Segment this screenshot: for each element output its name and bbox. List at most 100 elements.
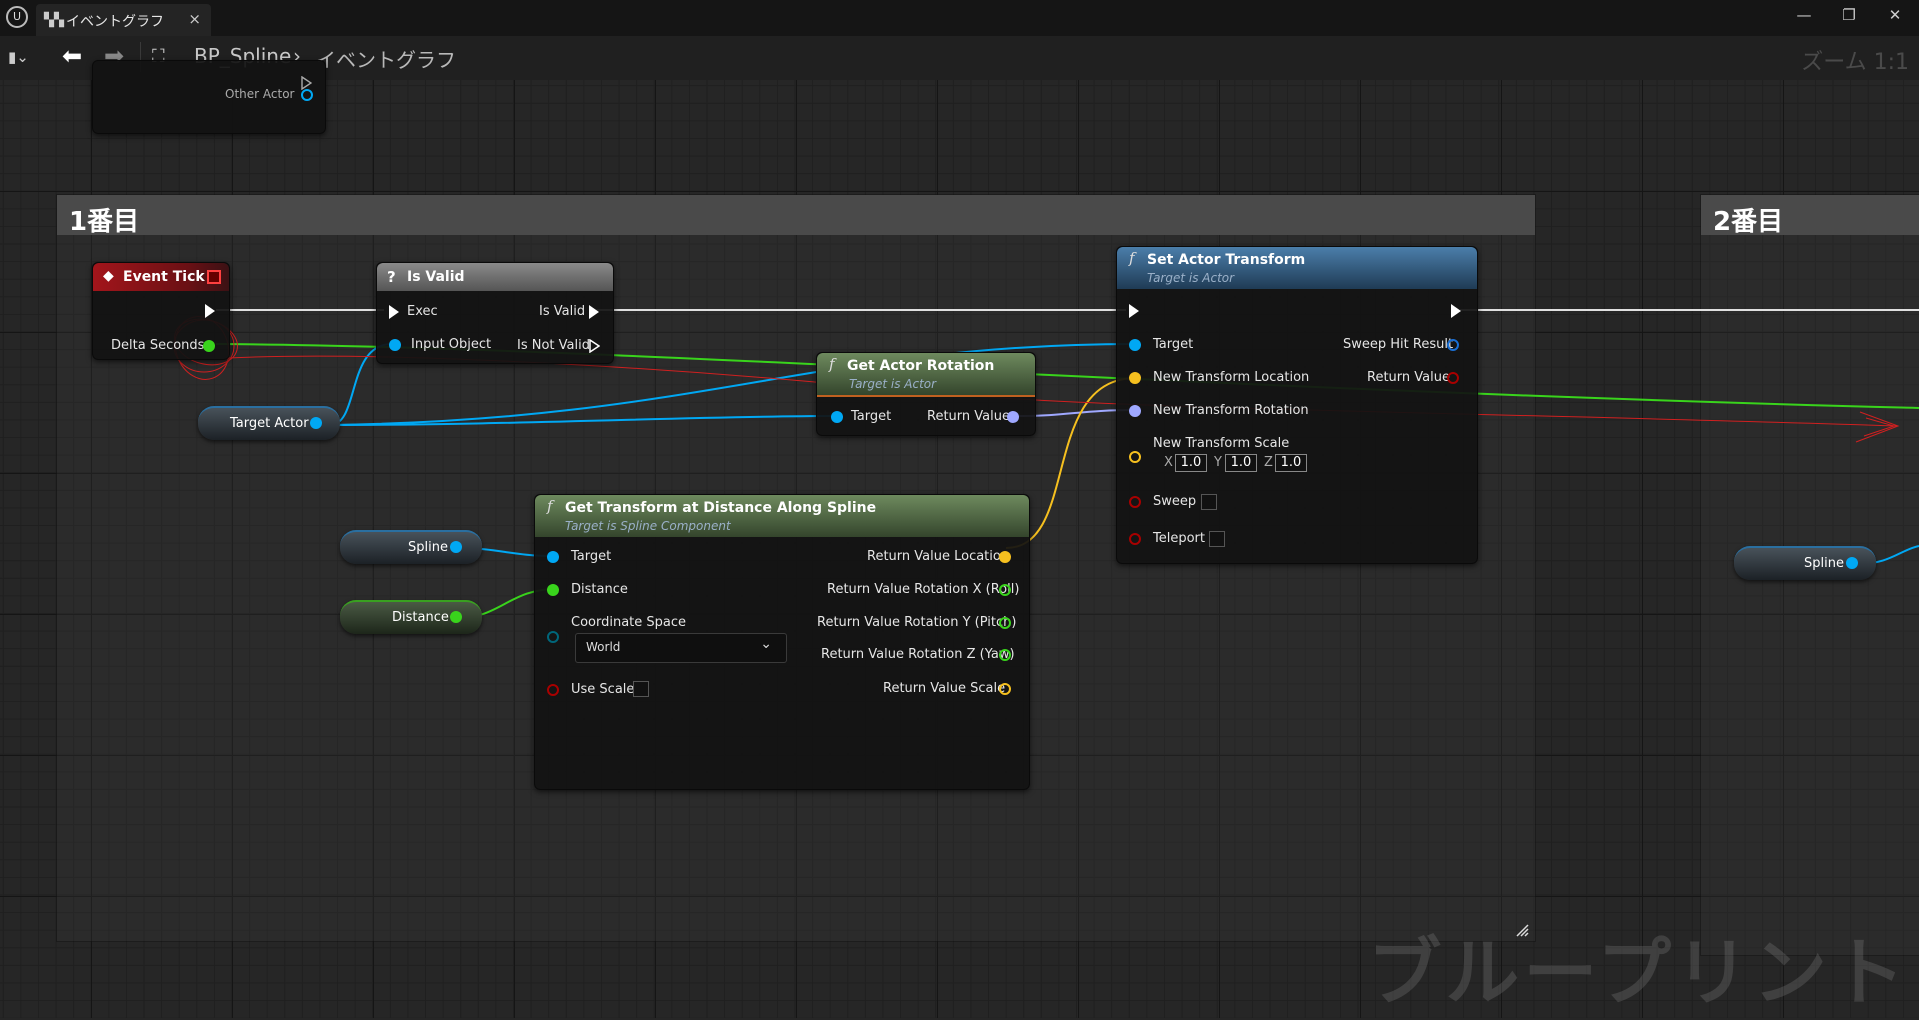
target-pin[interactable] [831, 411, 843, 423]
sweep-checkbox[interactable] [1201, 494, 1217, 510]
return-value-pitch-label: Return Value Rotation Y (Pitch) [817, 615, 1017, 630]
is-not-valid-label: Is Not Valid [517, 338, 590, 353]
teleport-checkbox[interactable] [1209, 531, 1225, 547]
sweep-hit-result-pin[interactable] [1447, 339, 1459, 351]
teleport-pin[interactable] [1129, 533, 1141, 545]
chevron-down-icon: ⌄ [760, 636, 772, 652]
target-pin[interactable] [1129, 339, 1141, 351]
minimize-button[interactable]: — [1796, 6, 1812, 24]
return-value-location-label: Return Value Location [867, 549, 1010, 564]
target-pin[interactable] [547, 551, 559, 563]
function-icon: f [547, 497, 553, 515]
return-value-pitch-pin[interactable] [999, 617, 1011, 629]
new-scale-pin[interactable] [1129, 451, 1141, 463]
target-label: Target [571, 549, 612, 564]
return-value-roll-label: Return Value Rotation X (Roll) [827, 582, 1020, 597]
variable-output-pin[interactable] [450, 611, 462, 623]
new-scale-label: New Transform Scale [1153, 436, 1290, 451]
event-tick-node[interactable]: ◆ Event Tick Delta Seconds [92, 262, 230, 360]
tab-close-icon[interactable]: × [188, 10, 201, 28]
sweep-pin[interactable] [1129, 496, 1141, 508]
tab-event-graph[interactable]: ▚▚ イベントグラフ × [36, 4, 211, 36]
node-header[interactable] [535, 495, 1029, 537]
scale-z-input[interactable]: 1.0 [1275, 454, 1307, 472]
scale-y-input[interactable]: 1.0 [1225, 454, 1257, 472]
resize-grip-icon[interactable] [1515, 923, 1529, 937]
graph-canvas[interactable]: Other Actor 1番目 2番目 [0, 60, 1919, 1018]
delta-seconds-pin[interactable] [203, 340, 215, 352]
event-begin-overlap-node[interactable]: Other Actor [92, 60, 326, 134]
graph-icon: ▚▚ [44, 13, 64, 28]
variable-label: Spline [1804, 556, 1844, 571]
variable-output-pin[interactable] [450, 541, 462, 553]
new-location-pin[interactable] [1129, 372, 1141, 384]
variable-label: Target Actor [230, 416, 309, 431]
return-value-yaw-pin[interactable] [999, 649, 1011, 661]
bookmark-icon[interactable]: ▮⌄ [8, 48, 29, 66]
coordinate-space-label: Coordinate Space [571, 615, 687, 630]
delegate-pin[interactable] [207, 270, 221, 284]
return-value-scale-pin[interactable] [999, 683, 1011, 695]
get-actor-rotation-node[interactable]: f Get Actor Rotation Target is Actor Tar… [816, 352, 1036, 436]
exec-output-pin[interactable] [205, 304, 215, 318]
coordinate-space-dropdown[interactable]: World ⌄ [575, 633, 787, 663]
scale-z-axis-label: Z [1264, 455, 1273, 470]
exec-input-pin[interactable] [389, 305, 399, 319]
node-title: Is Valid [407, 269, 465, 285]
distance-pin[interactable] [547, 584, 559, 596]
return-value-pin[interactable] [1007, 411, 1019, 423]
get-transform-along-spline-node[interactable]: f Get Transform at Distance Along Spline… [534, 494, 1030, 790]
other-actor-label: Other Actor [225, 87, 295, 101]
is-not-valid-exec-pin[interactable] [589, 338, 601, 354]
blueprint-watermark: ブループリント [1367, 930, 1909, 1016]
use-scale-pin[interactable] [547, 684, 559, 696]
input-object-pin[interactable] [389, 339, 401, 351]
sweep-hit-result-label: Sweep Hit Result [1343, 337, 1454, 352]
exec-output-pin[interactable] [1451, 304, 1461, 318]
node-header[interactable] [1117, 247, 1477, 289]
breadcrumb-graph[interactable]: イベントグラフ [316, 48, 456, 72]
comment-header[interactable]: 2番目 [1701, 195, 1919, 237]
variable-output-pin[interactable] [310, 417, 322, 429]
is-valid-label: Is Valid [539, 304, 586, 319]
spline-variable[interactable]: Spline [340, 530, 482, 564]
spline-variable-2[interactable]: Spline [1734, 546, 1876, 580]
coordinate-space-pin[interactable] [547, 631, 559, 643]
scale-x-input[interactable]: 1.0 [1175, 454, 1207, 472]
node-header[interactable] [93, 263, 229, 291]
breadcrumb-separator: › [293, 44, 301, 68]
unreal-logo-icon[interactable]: U [6, 6, 28, 28]
other-actor-pin[interactable] [301, 89, 313, 101]
return-value-label: Return Value [1367, 370, 1450, 385]
variable-output-pin[interactable] [1846, 557, 1858, 569]
title-bar: U ▚▚ イベントグラフ × — ❐ ✕ [0, 0, 1919, 36]
node-header[interactable] [377, 263, 613, 291]
coordinate-space-value: World [586, 640, 621, 654]
new-rotation-pin[interactable] [1129, 405, 1141, 417]
close-window-button[interactable]: ✕ [1888, 6, 1902, 24]
node-subtitle: Target is Actor [849, 377, 937, 391]
scale-y-axis-label: Y [1214, 455, 1222, 470]
target-actor-variable[interactable]: Target Actor [198, 406, 340, 440]
set-actor-transform-node[interactable]: f Set Actor Transform Target is Actor Ta… [1116, 246, 1478, 564]
return-value-pin[interactable] [1447, 372, 1459, 384]
zoom-level: ズーム 1:1 [1801, 50, 1909, 75]
distance-variable[interactable]: Distance [340, 600, 482, 634]
node-header[interactable] [817, 353, 1035, 397]
use-scale-checkbox[interactable] [633, 681, 649, 697]
new-location-label: New Transform Location [1153, 370, 1310, 385]
back-arrow-icon[interactable]: ⬅ [62, 42, 83, 70]
node-title: Get Transform at Distance Along Spline [565, 500, 877, 516]
is-valid-node[interactable]: ? Is Valid Exec Is Valid Input Object Is… [376, 262, 614, 364]
is-valid-exec-pin[interactable] [589, 305, 599, 319]
restore-button[interactable]: ❐ [1842, 6, 1856, 24]
return-value-roll-pin[interactable] [999, 584, 1011, 596]
comment-header[interactable]: 1番目 [57, 195, 1535, 237]
exec-input-pin[interactable] [1129, 304, 1139, 318]
node-subtitle: Target is Spline Component [565, 519, 731, 533]
return-value-yaw-label: Return Value Rotation Z (Yaw) [821, 647, 1015, 662]
return-value-scale-label: Return Value Scale [883, 681, 1006, 696]
event-diamond-icon: ◆ [103, 268, 114, 284]
return-value-location-pin[interactable] [999, 551, 1011, 563]
exec-output-pin[interactable] [301, 75, 313, 91]
